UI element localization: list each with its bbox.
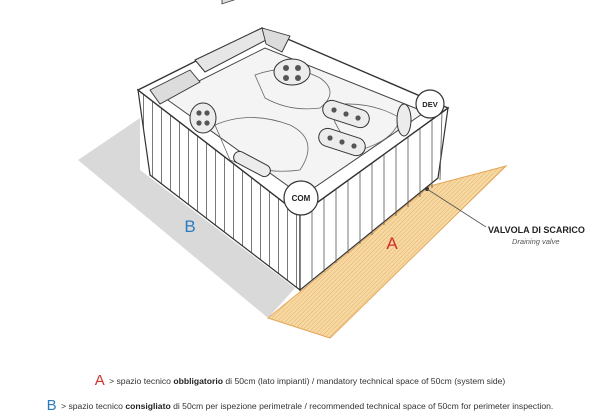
jet-cluster-5 [233,150,271,178]
drain-valve-subtitle: Draining valve [512,237,560,246]
jet-cluster-3 [322,99,370,129]
legend-a-letter: A [94,372,105,389]
legend-b-text-after: di 50cm per ispezione perimetrale / reco… [173,401,554,411]
zone-b-area [78,118,295,318]
headrest-left [149,69,201,105]
jet-cluster-1 [273,58,311,86]
legend-a: A > spazio tecnico obbligatorio di 50cm … [0,372,600,389]
zone-b-label: B [184,217,195,236]
right-panel-slats [311,111,443,281]
legend-a-text-before: > spazio tecnico [109,376,171,386]
legend-a-text-bold: obbligatorio [173,376,224,386]
headrest-back [261,27,291,53]
zone-a-area [266,165,508,339]
spa-diagram: B A [78,0,585,339]
jet-cluster-4 [318,127,366,157]
legend-b-text-bold: consigliato [125,401,171,411]
dev-label: DEV [422,100,437,109]
jet-cluster-2 [189,102,217,134]
legend-b-letter: B [46,397,57,414]
dev-jet [415,89,445,119]
zone-a-label: A [386,234,398,253]
com-jet [283,180,319,216]
legend-a-text-after: di 50cm (lato impianti) / mandatory tech… [225,376,506,386]
drain-valve-leader [426,188,487,228]
drain-valve-title: VALVOLA DI SCARICO [488,225,585,235]
jet-cluster-6 [396,103,412,137]
com-label: COM [292,194,311,203]
legend-b: B > spazio tecnico consigliato di 50cm p… [0,397,600,414]
display-screen [221,0,253,5]
legend-b-text-before: > spazio tecnico [61,401,123,411]
